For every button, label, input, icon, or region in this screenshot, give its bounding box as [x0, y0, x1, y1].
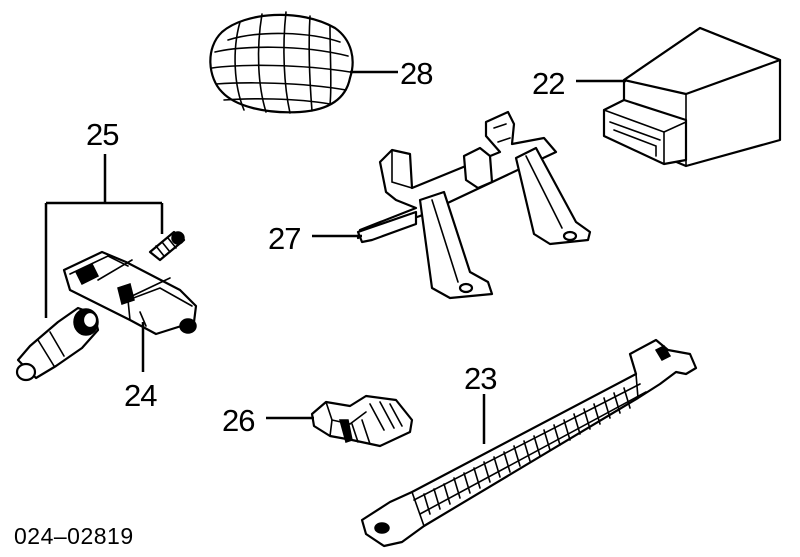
part-28-cap [209, 11, 354, 114]
part-27-bracket [356, 110, 592, 300]
part-22-module [602, 26, 782, 168]
callout-26: 26 [222, 403, 254, 438]
part-25-screw [148, 230, 186, 262]
callout-28: 28 [400, 56, 432, 91]
part-26-clip [310, 394, 414, 448]
callout-25: 25 [86, 117, 118, 152]
callout-27: 27 [268, 221, 300, 256]
drawing-code: 024–02819 [14, 523, 134, 549]
part-24-sensor [62, 250, 198, 336]
callout-23: 23 [464, 361, 496, 396]
leader-25-bracket [44, 154, 164, 318]
callout-22: 22 [532, 66, 564, 101]
strap-teeth [423, 387, 631, 515]
callout-24: 24 [124, 378, 157, 413]
part-25-valve-stem [15, 306, 100, 382]
part-23-strap [360, 338, 698, 548]
